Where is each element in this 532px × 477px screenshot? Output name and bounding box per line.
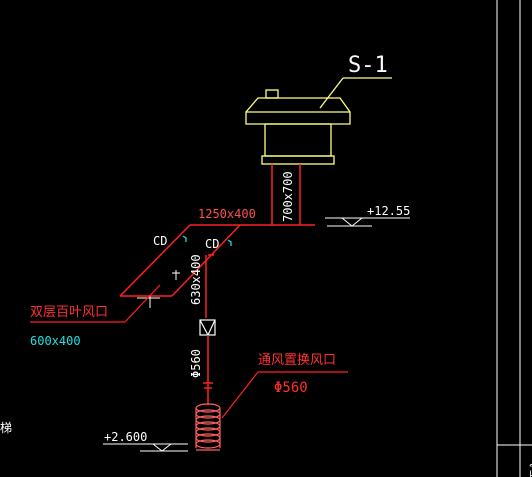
diffuser-label: 通风置换风口: [258, 353, 336, 368]
round-duct: [203, 335, 213, 405]
damper-marks: [182, 235, 232, 246]
main-duct-size: 1250x400: [198, 207, 256, 221]
vertical-duct: [271, 164, 301, 225]
louver-size: 600x400: [30, 334, 81, 348]
edge-fragment-right-2: 土: [528, 470, 532, 477]
displacement-diffuser: [195, 403, 221, 451]
drawing-frame: [496, 0, 532, 477]
branch-duct: [205, 254, 214, 318]
top-elevation-marker: [325, 217, 410, 227]
round-duct-size: Φ560: [189, 349, 203, 378]
diffuser-size: Φ560: [274, 380, 308, 396]
edge-fragment-left: 梯: [0, 421, 12, 435]
louver-label: 双层百叶风口: [30, 305, 108, 320]
vertical-duct-size: 700x700: [281, 171, 295, 222]
top-elevation: +12.55: [367, 204, 410, 218]
damper-label-left: CD: [153, 234, 167, 248]
bottom-elevation-marker: [103, 443, 188, 452]
equipment-tag: S-1: [348, 53, 388, 78]
roof-fan: [245, 77, 392, 165]
damper-label-right: CD: [205, 237, 219, 251]
louver-leader: [30, 284, 161, 323]
edge-fragment-right-1: 气: [528, 456, 532, 467]
bottom-elevation: +2.600: [104, 430, 147, 444]
diffuser-leader: [221, 371, 348, 419]
valve-box: [199, 319, 216, 336]
main-duct: [119, 224, 315, 297]
branch-duct-size: 630x400: [189, 254, 203, 305]
